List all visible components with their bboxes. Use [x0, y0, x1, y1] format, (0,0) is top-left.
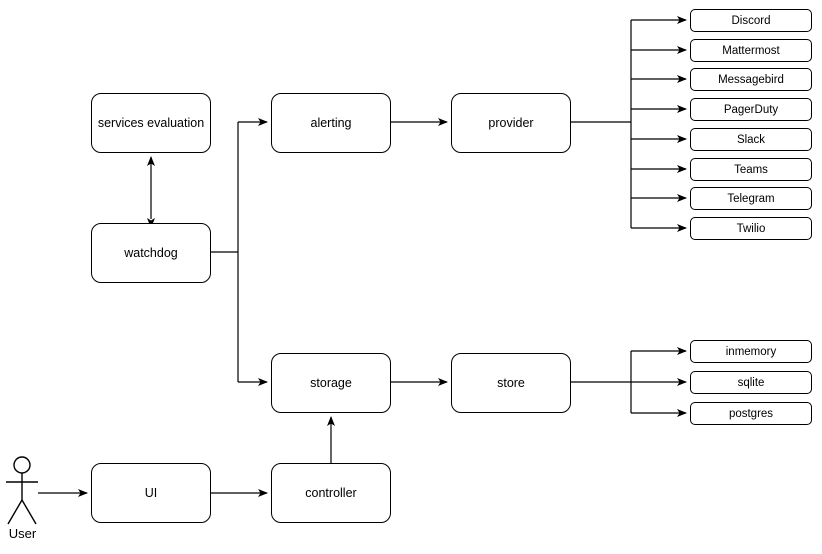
node-provider-telegram[interactable]: Telegram: [690, 187, 812, 210]
node-store-sqlite[interactable]: sqlite: [690, 371, 812, 394]
node-provider-pagerduty[interactable]: PagerDuty: [690, 98, 812, 121]
actor-label-user: User: [8, 526, 37, 541]
actor-leg-left: [7, 499, 23, 525]
actor-leg-right: [21, 499, 37, 525]
node-store[interactable]: store: [451, 353, 571, 413]
node-services-evaluation[interactable]: services evaluation: [91, 93, 211, 153]
node-controller[interactable]: controller: [271, 463, 391, 523]
node-alerting[interactable]: alerting: [271, 93, 391, 153]
node-store-inmemory[interactable]: inmemory: [690, 340, 812, 363]
node-provider-discord[interactable]: Discord: [690, 9, 812, 32]
node-provider-messagebird[interactable]: Messagebird: [690, 68, 812, 91]
node-store-postgres[interactable]: postgres: [690, 402, 812, 425]
node-storage[interactable]: storage: [271, 353, 391, 413]
node-watchdog[interactable]: watchdog: [91, 223, 211, 283]
node-provider-mattermost[interactable]: Mattermost: [690, 39, 812, 62]
user-actor-figure: [6, 456, 38, 525]
node-provider-slack[interactable]: Slack: [690, 128, 812, 151]
node-provider-twilio[interactable]: Twilio: [690, 217, 812, 240]
node-provider-teams[interactable]: Teams: [690, 158, 812, 181]
node-provider[interactable]: provider: [451, 93, 571, 153]
node-ui[interactable]: UI: [91, 463, 211, 523]
actor-head-icon: [13, 456, 31, 474]
